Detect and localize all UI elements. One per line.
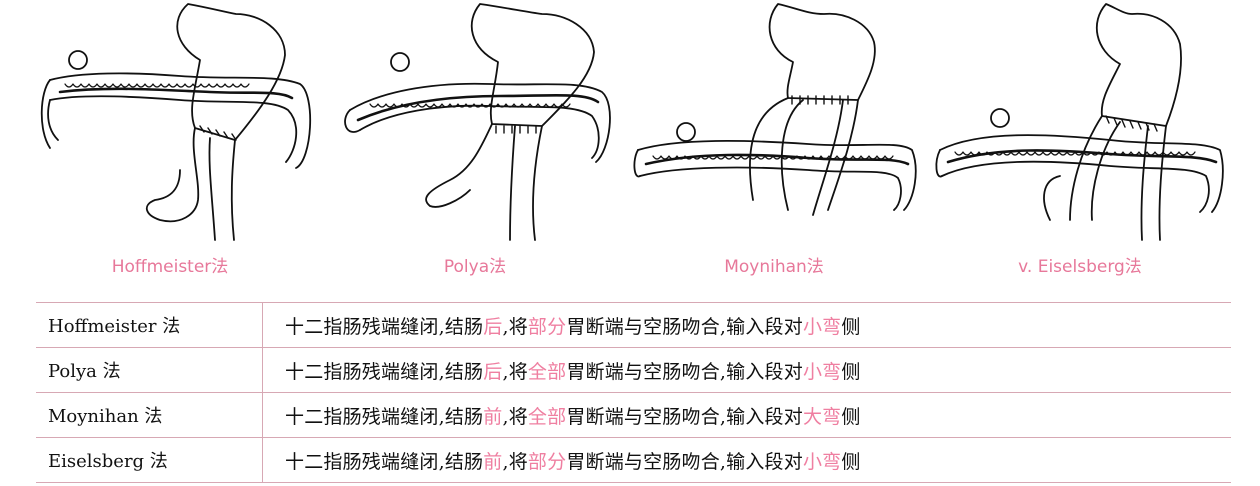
desc-text: ,将 [502,405,528,428]
method-description: 十二指肠残端缝闭,结肠前,将部分胃断端与空肠吻合,输入段对小弯侧 [262,437,1231,483]
desc-text: 侧 [841,315,861,338]
desc-text: 十二指肠残端缝闭,结肠 [285,450,484,473]
desc-text: 侧 [841,405,861,428]
desc-highlight: 部分 [527,450,567,473]
desc-text: 胃断端与空肠吻合,输入段对 [566,450,803,473]
table-row: Hoffmeister 法 十二指肠残端缝闭,结肠后,将部分胃断端与空肠吻合,输… [36,302,1231,348]
desc-highlight: 小弯 [802,315,842,338]
desc-text: 十二指肠残端缝闭,结肠 [285,405,484,428]
desc-text: ,将 [502,360,528,383]
desc-text: 侧 [841,450,861,473]
method-description: 十二指肠残端缝闭,结肠前,将全部胃断端与空肠吻合,输入段对大弯侧 [262,392,1231,438]
desc-highlight: 小弯 [802,450,842,473]
comparison-table: Hoffmeister 法 十二指肠残端缝闭,结肠后,将部分胃断端与空肠吻合,输… [36,302,1231,483]
diagram-panel-hoffmeister: Hoffmeister法 [20,0,320,290]
method-name: Moynihan 法 [36,392,263,438]
caption-moynihan: Moynihan法 [724,257,824,277]
caption-hoffmeister: Hoffmeister法 [111,257,229,277]
method-description: 十二指肠残端缝闭,结肠后,将部分胃断端与空肠吻合,输入段对小弯侧 [262,302,1231,348]
desc-highlight: 前 [483,405,503,428]
desc-highlight: 后 [483,360,503,383]
diagram-panel-eiselsberg: v. Eiselsberg法 [930,0,1230,290]
diagram-panel-polya: Polya法 [330,0,620,290]
desc-text: ,将 [502,315,528,338]
figure-row: Hoffmeister法 Polya法 [20,0,1230,290]
table-row: Eiselsberg 法 十二指肠残端缝闭,结肠前,将部分胃断端与空肠吻合,输入… [36,437,1231,483]
desc-text: 侧 [841,360,861,383]
caption-eiselsberg: v. Eiselsberg法 [1018,257,1142,277]
moynihan-illustration [633,3,917,216]
desc-text: 十二指肠残端缝闭,结肠 [285,315,484,338]
desc-highlight: 后 [483,315,503,338]
desc-highlight: 全部 [527,360,567,383]
method-description: 十二指肠残端缝闭,结肠后,将全部胃断端与空肠吻合,输入段对小弯侧 [262,347,1231,393]
method-name: Eiselsberg 法 [36,437,263,483]
diagram-panel-moynihan: Moynihan法 [628,0,920,290]
method-name: Polya 法 [36,347,263,393]
desc-highlight: 前 [483,450,503,473]
desc-highlight: 全部 [527,405,567,428]
desc-highlight: 部分 [527,315,567,338]
desc-text: 胃断端与空肠吻合,输入段对 [566,360,803,383]
caption-polya: Polya法 [443,257,507,277]
desc-highlight: 小弯 [802,360,842,383]
desc-text: 十二指肠残端缝闭,结肠 [285,360,484,383]
polya-illustration [344,3,611,241]
desc-text: 胃断端与空肠吻合,输入段对 [566,315,803,338]
eiselsberg-illustration [935,3,1224,241]
hoffmeister-illustration [40,3,312,241]
method-name: Hoffmeister 法 [36,302,263,348]
desc-text: 胃断端与空肠吻合,输入段对 [566,405,803,428]
table-row: Polya 法 十二指肠残端缝闭,结肠后,将全部胃断端与空肠吻合,输入段对小弯侧 [36,347,1231,393]
desc-highlight: 大弯 [802,405,842,428]
desc-text: ,将 [502,450,528,473]
table-row: Moynihan 法 十二指肠残端缝闭,结肠前,将全部胃断端与空肠吻合,输入段对… [36,392,1231,438]
